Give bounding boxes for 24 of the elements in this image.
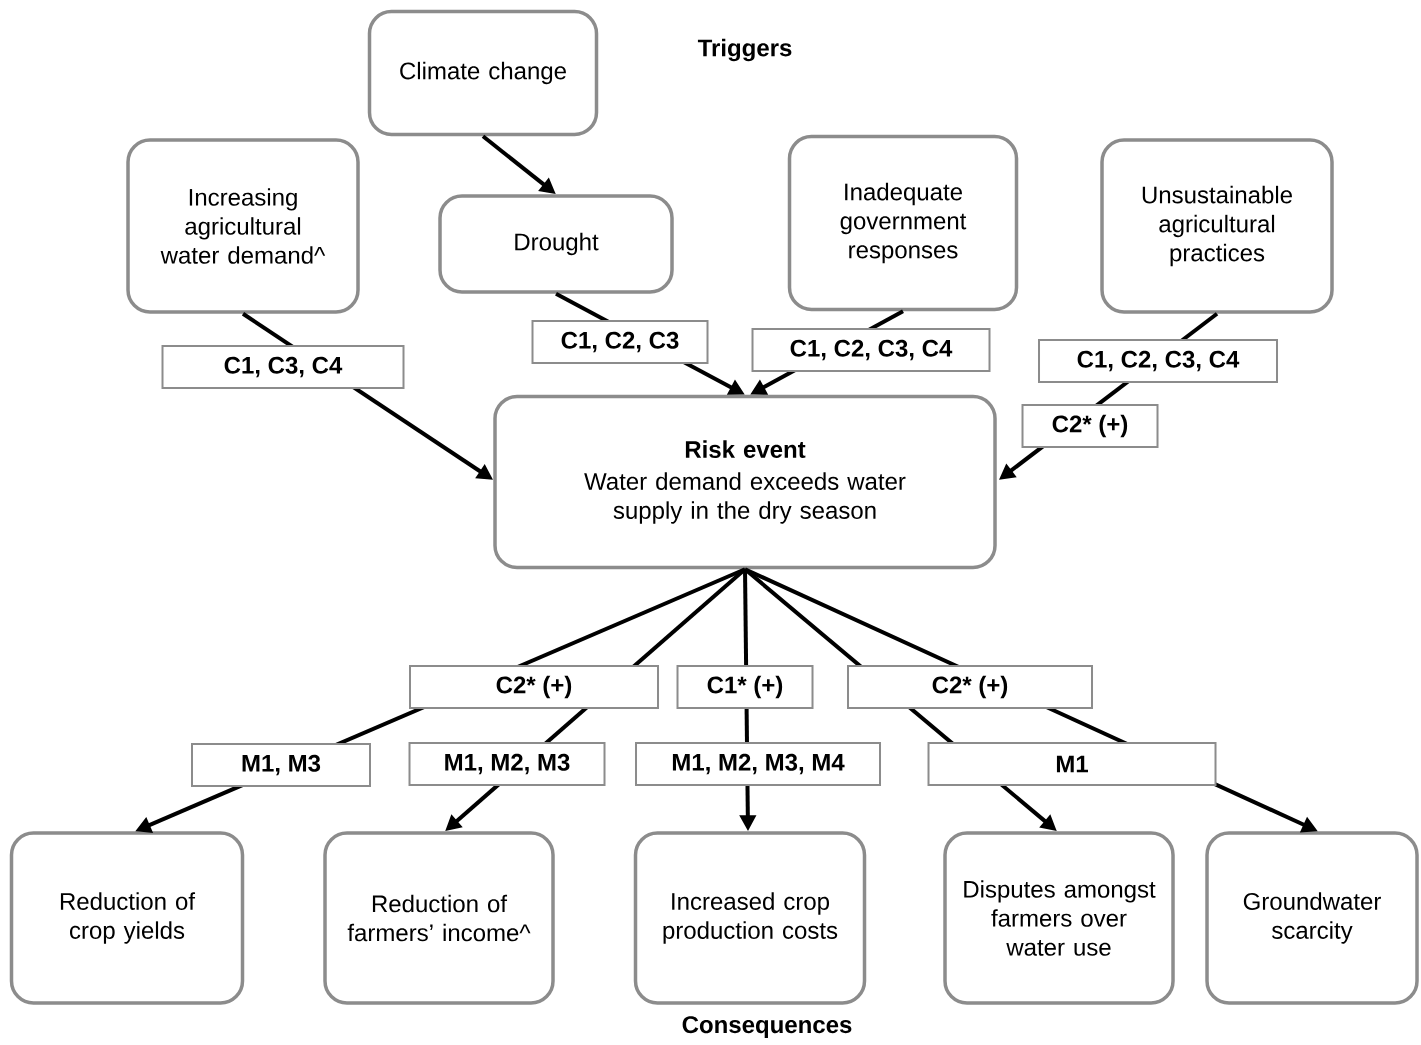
box: Disputes amongst farmers over water use <box>943 831 1175 1005</box>
code-tag: C1, C2, C3, C4 <box>1038 339 1278 383</box>
risk-event-box: Risk event Water demand exceeds water supply in the dry season <box>493 394 997 570</box>
box: Groundwater scarcity <box>1205 831 1419 1005</box>
code-tag: M1, M2, M3 <box>408 742 606 786</box>
box: Reduction of farmers’ income^ <box>323 831 555 1005</box>
box: Increased crop production costs <box>633 831 867 1005</box>
box: Climate change <box>367 9 599 137</box>
code-tag: C2* (+) <box>847 665 1093 709</box>
code-tag: C2* (+) <box>1021 404 1159 448</box>
box: Unsustainable agricultural practices <box>1100 138 1334 314</box>
box: Reduction of crop yields <box>9 831 245 1005</box>
box: Increasing agricultural water demand^ <box>126 138 360 314</box>
code-tag: C1* (+) <box>676 665 814 709</box>
box: Inadequate government responses <box>787 134 1019 312</box>
code-tag: M1, M2, M3, M4 <box>635 742 881 786</box>
code-tag: C2* (+) <box>409 665 659 709</box>
code-tag: C1, C3, C4 <box>161 345 405 389</box>
code-tag: M1, M3 <box>191 743 371 787</box>
code-tag: M1 <box>927 742 1217 786</box>
box: Drought <box>438 194 674 294</box>
code-tag: C1, C2, C3, C4 <box>751 328 991 372</box>
code-tag: C1, C2, C3 <box>531 320 709 364</box>
heading: Triggers <box>697 38 792 62</box>
